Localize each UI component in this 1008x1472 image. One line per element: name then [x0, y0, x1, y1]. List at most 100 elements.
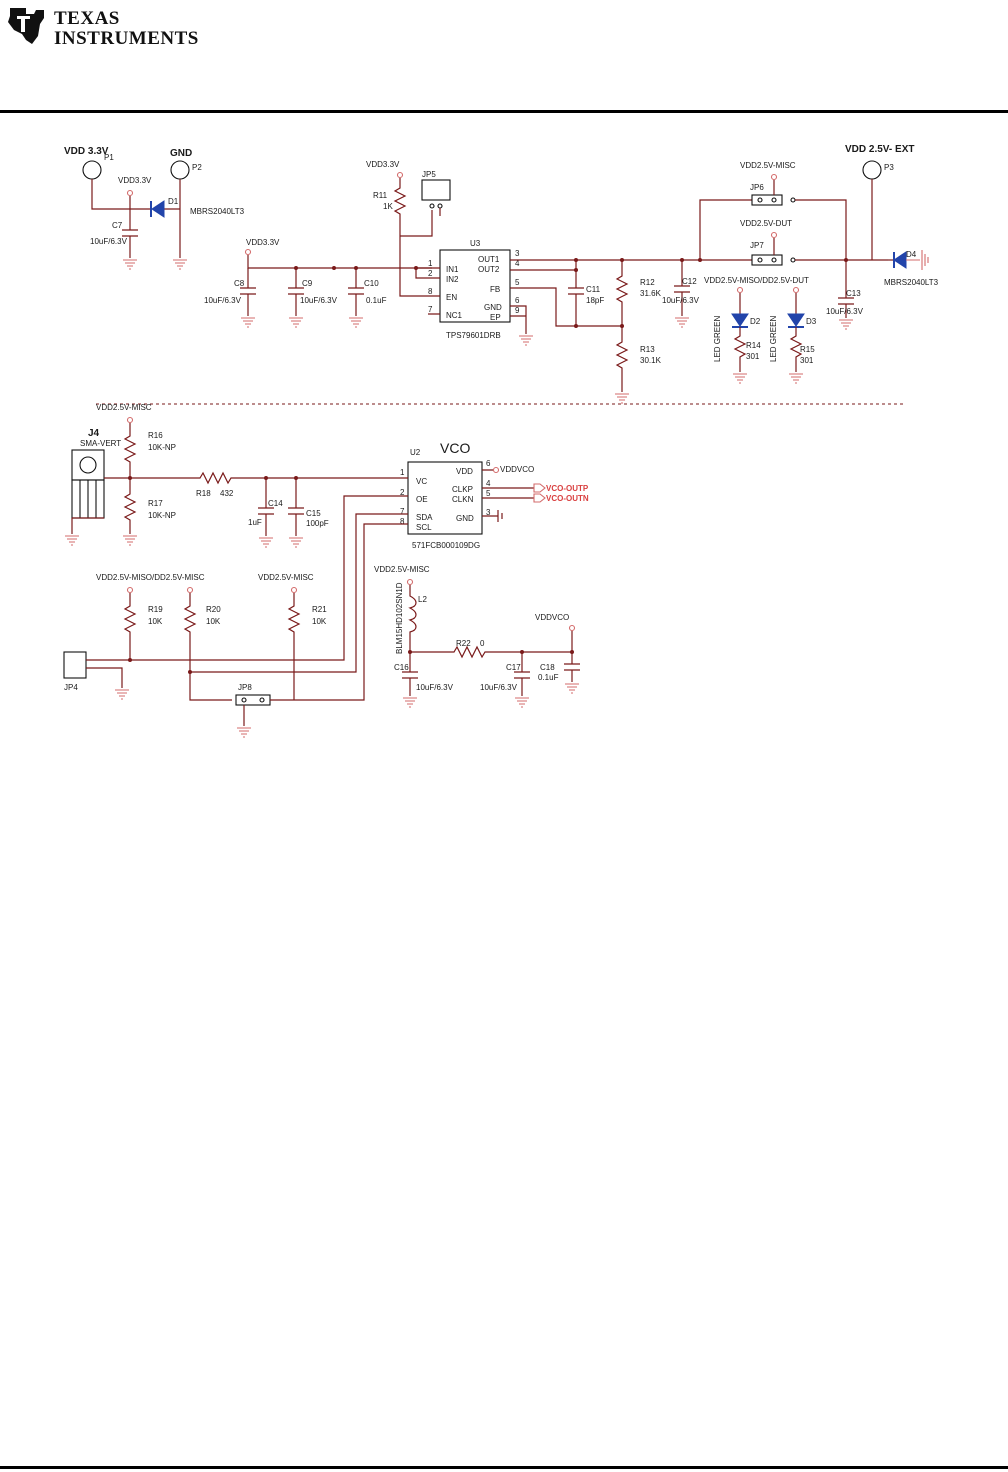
u2-pin-vc: VC	[416, 477, 427, 486]
led-d3: D3 LED GREEN R15 301	[769, 286, 817, 384]
vddvco-net: VDDVCO	[500, 465, 534, 474]
u3-num-5: 5	[515, 278, 520, 287]
capacitor-c16: C16 10uF/6.3V	[394, 652, 454, 708]
u3-num-9: 9	[515, 306, 520, 315]
resistor-r13: R13 30.1K	[614, 326, 662, 404]
u2-num-6: 6	[486, 459, 491, 468]
c17-value: 10uF/6.3V	[480, 683, 518, 692]
l2-ref: L2	[418, 595, 427, 604]
d4-part: MBRS2040LT3	[884, 278, 939, 287]
vco-outn-label: VCO-OUTN	[546, 494, 589, 503]
r22-ref: R22	[456, 639, 471, 648]
c14-value: 1uF	[248, 518, 262, 527]
p2-ref: P2	[192, 163, 202, 172]
resistor-r11: VDD3.3V R11 1K	[366, 160, 433, 297]
capacitor-c14: C14 1uF	[248, 478, 283, 548]
jumper-jp8: JP8	[235, 683, 296, 738]
u3-part: TPS79601DRB	[446, 331, 501, 340]
pullup-net: VDD2.5V-MISO/DD2.5V-MISC	[96, 573, 205, 582]
net-vdd33-c: VDD3.3V	[366, 160, 400, 169]
u3-num-3: 3	[515, 249, 520, 258]
u2-num-8: 8	[400, 517, 405, 526]
r19-value: 10K	[148, 617, 163, 626]
d3-ref: D3	[806, 317, 817, 326]
u3-pin-out1: OUT1	[478, 255, 500, 264]
d4-ref: D4	[906, 250, 917, 259]
c11-ref: C11	[586, 285, 601, 294]
capacitor-c13: C13 10uF/6.3V	[826, 258, 864, 330]
u3-pin-in1: IN1	[446, 265, 459, 274]
jp6-net: VDD2.5V-MISC	[740, 161, 796, 170]
r11-ref: R11	[373, 191, 388, 200]
u3-num-8: 8	[428, 287, 433, 296]
r19-ref: R19	[148, 605, 163, 614]
c10-value: 0.1uF	[366, 296, 387, 305]
u3-pin-in2: IN2	[446, 275, 459, 284]
regulator-u3: U3 IN1 IN2 EN NC1 OUT1 OUT2 FB GND EP 1 …	[415, 239, 700, 346]
c15-ref: C15	[306, 509, 321, 518]
inductor-l2: VDD2.5V-MISC L2 BLM15HD102SN1D R22 0 VDD…	[374, 565, 576, 659]
input-bus: VDD3.3V	[244, 238, 432, 270]
resistor-r21: VDD2.5V-MISC R21 10K	[258, 573, 327, 700]
c10-ref: C10	[364, 279, 379, 288]
c13-value: 10uF/6.3V	[826, 307, 864, 316]
u2-pin-oe: OE	[416, 495, 428, 504]
capacitor-c9: C9 10uF/6.3V	[288, 268, 338, 328]
u2-pin-scl: SCL	[416, 523, 432, 532]
c12-value: 10uF/6.3V	[662, 296, 700, 305]
capacitor-c7: VDD3.3V C7 10uF/6.3V	[90, 176, 152, 270]
c11-value: 18pF	[586, 296, 604, 305]
c8-ref: C8	[234, 279, 245, 288]
r20-ref: R20	[206, 605, 221, 614]
resistor-r12: R12 31.6K	[615, 258, 662, 328]
u3-num-6: 6	[515, 296, 520, 305]
p3-ref: P3	[884, 163, 894, 172]
jp7-ref: JP7	[750, 241, 764, 250]
vddvco2-net: VDDVCO	[535, 613, 569, 622]
u2-pin-clkp: CLKP	[452, 485, 473, 494]
c8-value: 10uF/6.3V	[204, 296, 242, 305]
resistor-r18: R18 432	[190, 471, 400, 498]
c13-ref: C13	[846, 289, 861, 298]
connector-j4: J4 SMA-VERT	[64, 428, 190, 546]
diode-d1: D1 MBRS2040LT3	[142, 197, 245, 218]
jp4-ref: JP4	[64, 683, 78, 692]
u3-pin-fb: FB	[490, 285, 500, 294]
u3-pin-nc1: NC1	[446, 311, 463, 320]
c18-value: 0.1uF	[538, 673, 559, 682]
jp8-ref: JP8	[238, 683, 252, 692]
d1-ref: D1	[168, 197, 179, 206]
p3-title: VDD 2.5V- EXT	[845, 144, 914, 155]
net-vdd33-b: VDD3.3V	[246, 238, 280, 247]
jumper-jp7: VDD2.5V-DUT JP7	[698, 219, 888, 266]
u2-num-5: 5	[486, 489, 491, 498]
capacitor-c12: C12 10uF/6.3V	[662, 258, 700, 328]
r13-value: 30.1K	[640, 356, 662, 365]
r21-value: 10K	[312, 617, 327, 626]
ti-logo: TEXAS INSTRUMENTS	[4, 4, 198, 49]
r20-value: 10K	[206, 617, 221, 626]
logo-text-instruments: INSTRUMENTS	[54, 28, 199, 49]
d3-label: LED GREEN	[769, 316, 778, 362]
resistor-r20: R20 10K	[183, 586, 232, 701]
u2-pin-gnd: GND	[456, 514, 474, 523]
vco-u2: U2 VCO VC OE SDA SCL VDD CLKP CLKN GND 1…	[400, 440, 589, 550]
r12-value: 31.6K	[640, 289, 662, 298]
p1-title: VDD 3.3V	[64, 146, 109, 157]
wire-scl	[296, 523, 408, 701]
diode-d4: D4 MBRS2040LT3	[884, 250, 939, 287]
u3-pin-en: EN	[446, 293, 457, 302]
c7-value: 10uF/6.3V	[90, 237, 128, 246]
c9-value: 10uF/6.3V	[300, 296, 338, 305]
u2-part: 571FCB000109DG	[412, 541, 480, 550]
c17-ref: C17	[506, 663, 521, 672]
capacitor-c11: C11 18pF	[568, 258, 604, 328]
c7-ref: C7	[112, 221, 123, 230]
jp6-ref: JP6	[750, 183, 764, 192]
j4-part: SMA-VERT	[80, 439, 121, 448]
p2-title: GND	[170, 148, 192, 159]
c16-ref: C16	[394, 663, 409, 672]
wire-oe	[96, 495, 408, 661]
r14-value: 301	[746, 352, 760, 361]
